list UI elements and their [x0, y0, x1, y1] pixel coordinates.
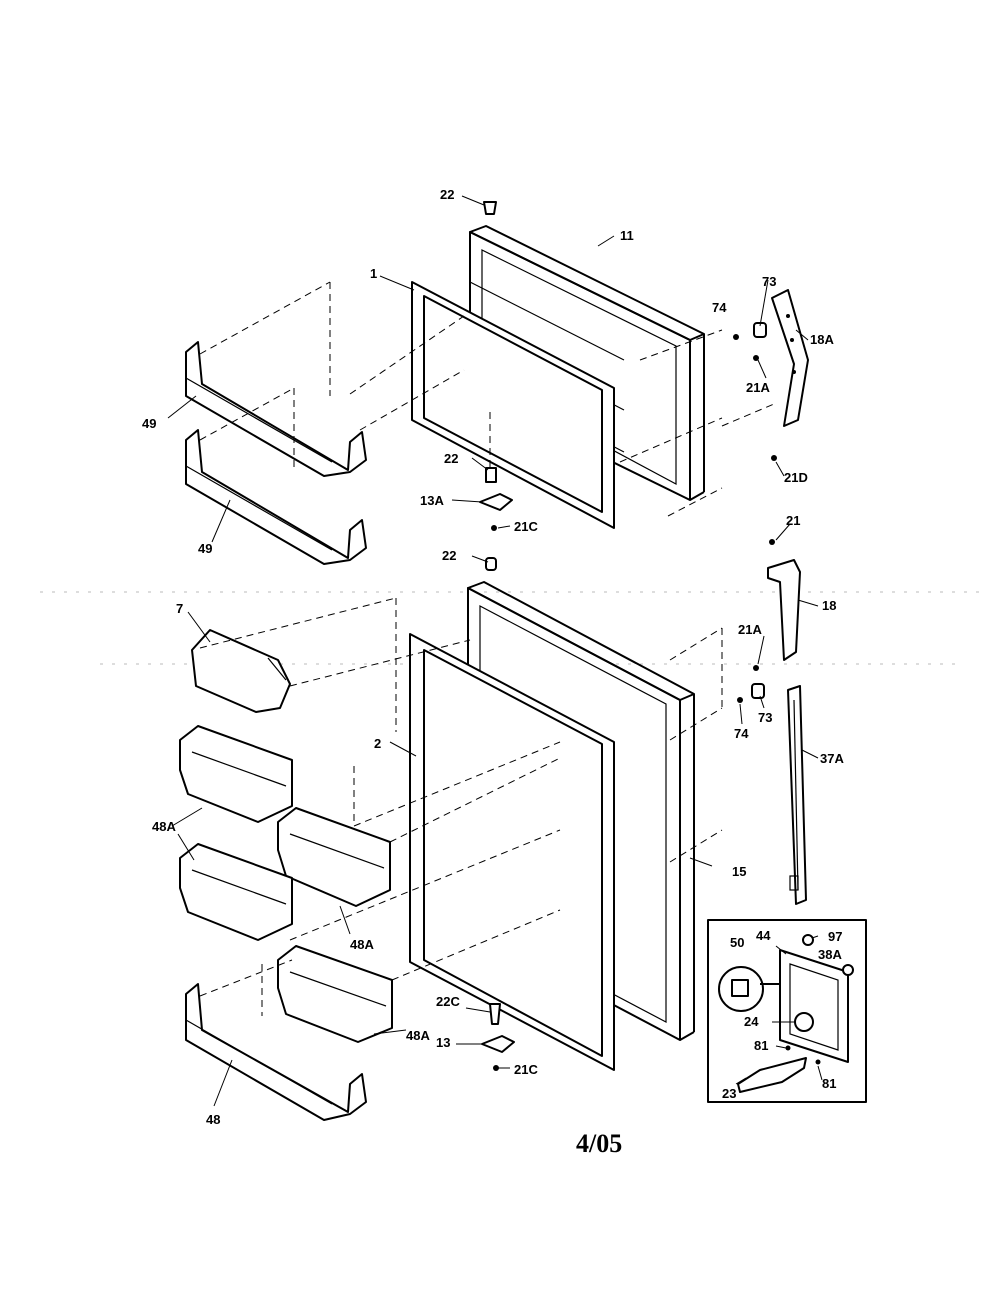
callout-74-lower: 74: [734, 726, 749, 741]
callout-21A-top: 21A: [746, 380, 770, 395]
freezer-shelf-upper: [185, 341, 367, 477]
door-bin-middle-left: [179, 843, 293, 941]
callout-48A-c: 48A: [406, 1028, 430, 1043]
hinge-13A: [479, 493, 513, 511]
screw-74-lower: [737, 697, 743, 703]
callout-50: 50: [730, 935, 744, 950]
callout-44: 44: [756, 928, 771, 943]
callout-23: 23: [722, 1086, 736, 1101]
inset-dispenser-box: [707, 919, 867, 1103]
door-bin-upper-left: [179, 725, 293, 823]
fresh-food-door-gasket: [409, 633, 615, 1071]
callout-13: 13: [436, 1035, 450, 1050]
freezer-screw-21A: [753, 355, 759, 361]
part-24-button: [794, 1012, 814, 1032]
callout-21C-bottom: 21C: [514, 1062, 538, 1077]
callout-48A-a: 48A: [152, 819, 176, 834]
callout-2: 2: [374, 736, 381, 751]
callout-18: 18: [822, 598, 836, 613]
plug-22-lower: [485, 557, 497, 571]
plug-22-top: [483, 201, 497, 215]
freezer-hinge-cover: [771, 289, 809, 427]
stop-73-lower: [751, 683, 765, 699]
freezer-screw-21D: [771, 455, 777, 461]
part-23-drip-tray: [737, 1057, 807, 1093]
callout-21D: 21D: [784, 470, 808, 485]
revision-date: 4/05: [576, 1129, 622, 1158]
fresh-food-hinge-18: [767, 559, 801, 661]
callout-73-top: 73: [762, 274, 776, 289]
callout-73-lower: 73: [758, 710, 772, 725]
part-50-switch: [731, 979, 749, 997]
screw-21C-top: [491, 525, 497, 531]
freezer-door-gasket: [411, 281, 615, 529]
part-97-screw: [802, 934, 814, 946]
callout-13A: 13A: [420, 493, 444, 508]
callout-97: 97: [828, 929, 842, 944]
plug-22-mid: [485, 467, 497, 483]
screw-21A-lower: [753, 665, 759, 671]
callout-48: 48: [206, 1112, 220, 1127]
screw-21C-bottom: [493, 1065, 499, 1071]
door-bin-middle-right: [277, 807, 391, 907]
callout-22-lower: 22: [442, 548, 456, 563]
callout-49-lower: 49: [198, 541, 212, 556]
hinge-13: [481, 1035, 515, 1053]
callout-24: 24: [744, 1014, 759, 1029]
callout-37A: 37A: [820, 751, 844, 766]
door-shelf-48: [185, 983, 367, 1121]
callout-48A-b: 48A: [350, 937, 374, 952]
callout-49-upper: 49: [142, 416, 156, 431]
callout-7: 7: [176, 601, 183, 616]
part-81-screw-b: [815, 1059, 821, 1065]
hinge-pin-22C: [489, 1003, 501, 1025]
callout-22-top: 22: [440, 187, 454, 202]
callout-81-b: 81: [822, 1076, 836, 1091]
part-81-screw-a: [785, 1045, 791, 1051]
callout-22C: 22C: [436, 994, 460, 1009]
callout-21C-top: 21C: [514, 519, 538, 534]
callout-11: 11: [620, 228, 634, 243]
callout-18A: 18A: [810, 332, 834, 347]
callout-15: 15: [732, 864, 746, 879]
callout-21A-lower: 21A: [738, 622, 762, 637]
screw-21: [769, 539, 775, 545]
dairy-compartment: [191, 629, 291, 713]
callout-38A: 38A: [818, 947, 842, 962]
callout-81-a: 81: [754, 1038, 768, 1053]
freezer-screw-74: [733, 334, 739, 340]
hinge-cover-strip-37A: [787, 685, 807, 905]
freezer-shelf-lower: [185, 429, 367, 565]
callout-1: 1: [370, 266, 377, 281]
callout-22-mid: 22: [444, 451, 458, 466]
part-38A-nut: [842, 964, 854, 976]
door-bin-lower-right: [277, 945, 393, 1043]
callout-74-top: 74: [712, 300, 727, 315]
callout-21: 21: [786, 513, 800, 528]
freezer-stop-73: [753, 322, 767, 338]
